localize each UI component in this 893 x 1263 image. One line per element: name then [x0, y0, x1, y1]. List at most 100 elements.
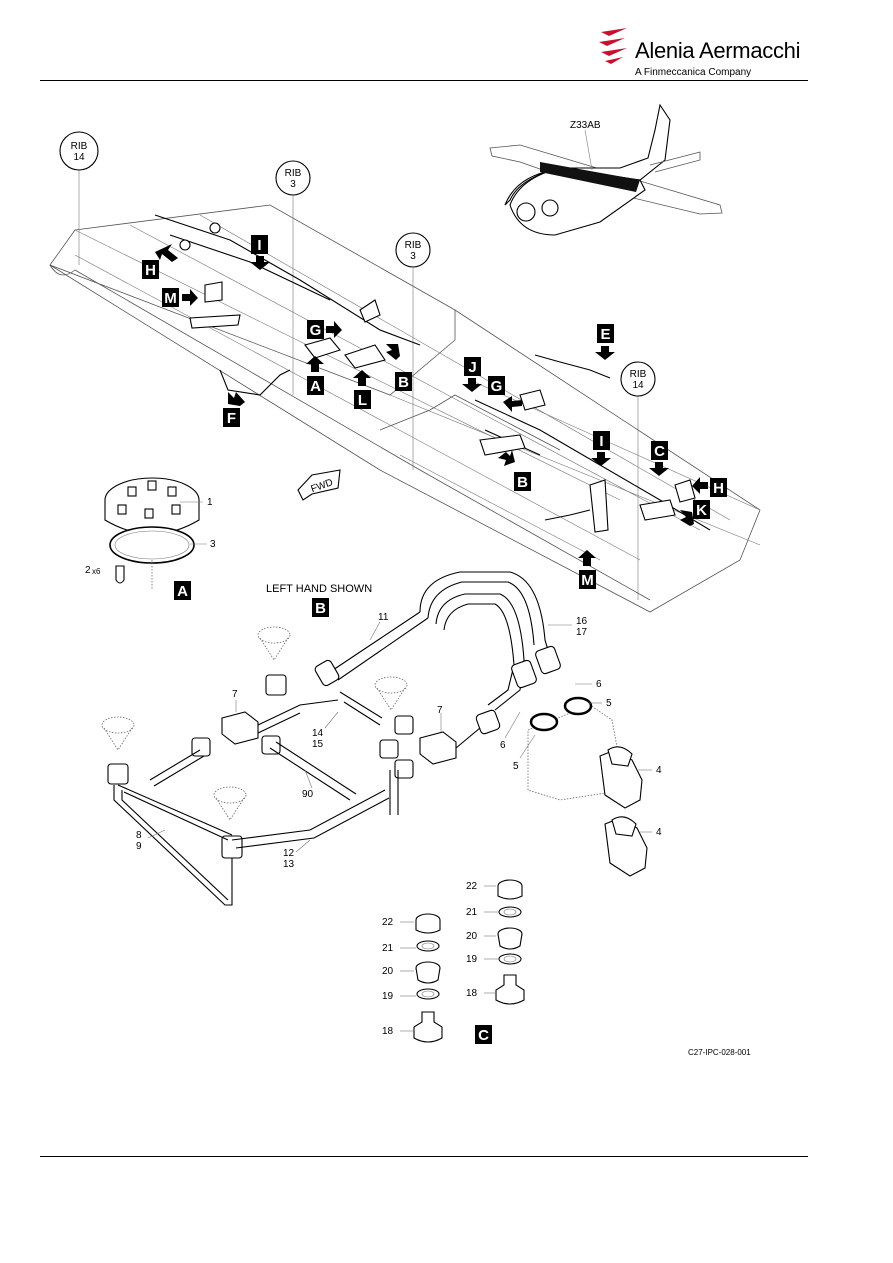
svg-text:3: 3	[410, 251, 416, 262]
rib3-right-bubble: RIB 3	[395, 232, 431, 268]
arrow-icon	[498, 450, 515, 466]
logo-mark-icon	[599, 28, 627, 64]
tag-h-left: H	[145, 262, 156, 279]
arrow-icon	[228, 392, 245, 406]
svg-text:20: 20	[466, 931, 478, 942]
svg-text:14: 14	[73, 152, 85, 163]
svg-text:4: 4	[656, 765, 662, 776]
arrow-icon	[649, 462, 669, 476]
tag-i-left: I	[257, 237, 261, 254]
arrow-icon	[578, 550, 596, 566]
arrow-icon	[250, 256, 270, 270]
svg-text:6: 6	[500, 740, 506, 751]
arrow-icon	[182, 289, 198, 306]
tag-c-detail: C	[478, 1027, 489, 1044]
bolt-icon	[117, 480, 181, 519]
svg-text:5: 5	[513, 761, 519, 772]
left-hand-shown-note: LEFT HAND SHOWN	[266, 583, 372, 595]
rib14-left-bubble: RIB 14	[59, 131, 99, 171]
tag-b-detail: B	[315, 600, 326, 617]
tag-g-left: G	[310, 322, 322, 339]
svg-text:22: 22	[382, 917, 394, 928]
tag-k-right: K	[696, 502, 707, 519]
svg-text:x6: x6	[92, 567, 101, 576]
tag-e-right: E	[600, 326, 610, 343]
union-fitting-icon	[107, 645, 561, 859]
svg-text:90: 90	[302, 789, 314, 800]
arrow-icon	[692, 477, 708, 494]
tag-b-left: B	[398, 374, 409, 391]
svg-text:21: 21	[382, 943, 394, 954]
screw-icon	[115, 565, 125, 584]
dust-cap-icon	[599, 746, 648, 877]
drain-screen-icon	[101, 626, 408, 821]
svg-text:3: 3	[290, 179, 296, 190]
svg-text:7: 7	[232, 689, 238, 700]
svg-text:12: 12	[283, 848, 295, 859]
left-wing-harness	[154, 214, 421, 396]
arrow-icon	[503, 396, 522, 412]
svg-text:14: 14	[312, 728, 324, 739]
tag-a-left: A	[310, 378, 321, 395]
arrow-icon	[306, 356, 324, 372]
arrow-icon	[155, 244, 178, 262]
svg-text:20: 20	[382, 966, 394, 977]
detail-c: 22 21 20 19 18 22 21 20 19 18 C	[382, 879, 525, 1044]
rib3-left-bubble: RIB 3	[275, 160, 311, 196]
tag-a-detail: A	[177, 583, 188, 600]
arrow-icon	[591, 452, 611, 466]
figure-reference: C27-IPC-028-001	[688, 1048, 751, 1057]
svg-text:RIB: RIB	[71, 141, 88, 152]
svg-text:4: 4	[656, 827, 662, 838]
arrow-icon	[462, 378, 482, 392]
rib14-right-bubble: RIB 14	[620, 361, 656, 397]
svg-text:8: 8	[136, 830, 142, 841]
arrow-icon	[353, 370, 371, 386]
svg-text:19: 19	[466, 954, 478, 965]
svg-text:RIB: RIB	[285, 168, 302, 179]
svg-text:19: 19	[382, 991, 394, 1002]
tag-i-right: I	[599, 433, 603, 450]
svg-text:5: 5	[606, 698, 612, 709]
tag-m-right: M	[581, 572, 594, 589]
footer-rule	[40, 1156, 808, 1157]
brand-name: Alenia Aermacchi	[635, 38, 801, 63]
tag-f-left: F	[227, 410, 236, 427]
svg-text:18: 18	[466, 988, 478, 999]
brand-subtitle: A Finmeccanica Company	[635, 67, 752, 78]
arrow-icon	[386, 344, 400, 360]
detail-b: LEFT HAND SHOWN B	[101, 571, 662, 906]
svg-text:22: 22	[466, 881, 478, 892]
header-rule	[40, 80, 808, 81]
svg-text:14: 14	[632, 380, 644, 391]
svg-text:15: 15	[312, 739, 324, 750]
svg-text:1: 1	[207, 497, 213, 508]
tee-fitting-icon	[419, 731, 457, 765]
right-wing-harness	[474, 354, 711, 533]
svg-text:RIB: RIB	[630, 369, 647, 380]
drain-valve-stack-right: 22 21 20 19 18	[466, 879, 525, 1005]
svg-text:6: 6	[596, 679, 602, 690]
brand-logo: Alenia Aermacchi A Finmeccanica Company	[597, 22, 801, 82]
svg-text:2: 2	[85, 565, 91, 576]
tag-c-right: C	[654, 443, 665, 460]
arrow-icon	[680, 510, 694, 526]
tag-m-left: M	[164, 290, 177, 307]
drain-valve-stack-left: 22 21 20 19 18	[382, 913, 443, 1043]
svg-text:16: 16	[576, 616, 588, 627]
view-tags: H I M G A L B F E J G I C	[142, 235, 727, 589]
svg-text:18: 18	[382, 1026, 394, 1037]
svg-text:9: 9	[136, 841, 142, 852]
aircraft-thumbnail: Z33AB	[489, 103, 723, 236]
detail-a: 1 3 2 x6 A	[85, 477, 216, 600]
arrow-icon	[326, 321, 342, 338]
tag-j-right: J	[468, 359, 476, 376]
aircraft-zone-label: Z33AB	[570, 120, 601, 131]
svg-text:13: 13	[283, 859, 295, 870]
svg-text:11: 11	[378, 612, 389, 623]
tag-h-right: H	[713, 480, 724, 497]
tag-b-right: B	[517, 474, 528, 491]
fwd-arrow-icon: FWD	[297, 469, 341, 501]
tag-g-right: G	[491, 378, 503, 395]
